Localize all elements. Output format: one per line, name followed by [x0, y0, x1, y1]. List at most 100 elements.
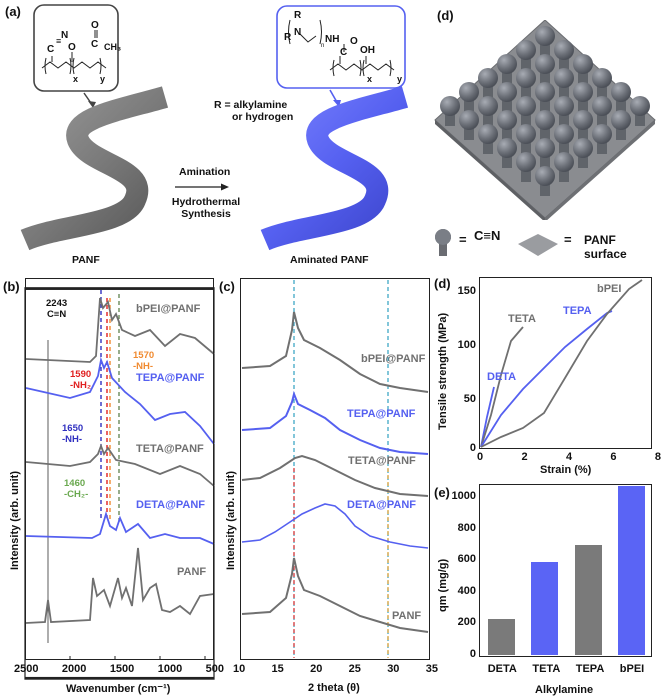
annotation-2243-label: C≡N: [46, 309, 67, 320]
svg-text:C: C: [47, 44, 54, 55]
svg-text:n: n: [321, 43, 324, 49]
bar-ytick: 800: [457, 522, 476, 534]
ftir-y-axis-label: Intensity (arb. unit): [9, 471, 21, 570]
ftir-xtick: 1000: [157, 663, 183, 675]
schematic-legend: = C≡N = PANF surface: [434, 228, 661, 261]
legend-equals-1: =: [459, 232, 467, 247]
tensile-y-axis-label: Tensile strength (MPa): [437, 312, 449, 430]
ftir-xtick: 2000: [61, 663, 87, 675]
surface-legend-icon: [518, 234, 558, 256]
xrd-label-panf: PANF: [392, 610, 422, 622]
xrd-chart: [241, 280, 429, 658]
r-definition-line1: R = alkylamine: [214, 99, 288, 111]
xrd-label-teta: TETA@PANF: [348, 455, 416, 467]
legend-panf-surface: PANF surface: [584, 233, 627, 261]
bar-ytick: 1000: [451, 490, 476, 502]
annotation-1590-value: 1590: [70, 369, 92, 380]
cn-array-schematic: [434, 20, 656, 220]
annotation-1570-label: -NH-: [133, 361, 154, 372]
annotation-1570: 1570 -NH-: [133, 350, 154, 372]
tensile-label-bpei: bPEI: [597, 283, 622, 295]
svg-text:OH: OH: [360, 45, 375, 56]
xrd-y-axis-label: Intensity (arb. unit): [225, 471, 237, 570]
svg-text:x: x: [367, 74, 372, 84]
xrd-label-tepa: TEPA@PANF: [347, 408, 416, 420]
panel-label-e: (e): [434, 485, 450, 500]
svg-text:CH₃: CH₃: [104, 42, 121, 52]
hydrothermal-label: Hydrothermal Synthesis: [166, 196, 246, 220]
bar-y-axis-label: qm (mg/g): [437, 558, 449, 612]
svg-text:x: x: [73, 74, 78, 84]
ftir-plot-frame: [25, 278, 214, 660]
annotation-2243: 2243 C≡N: [46, 298, 67, 320]
annotation-1590-label: -NH₂: [70, 380, 92, 391]
xrd-plot-frame: [240, 278, 430, 660]
xrd-x-axis-label: 2 theta (θ): [308, 682, 360, 694]
svg-text:C: C: [340, 47, 347, 58]
tensile-chart: [480, 279, 643, 448]
bar-ytick: 400: [457, 585, 476, 597]
tensile-ytick: 100: [457, 339, 476, 351]
tensile-xtick: 4: [565, 451, 573, 463]
tensile-ytick: 150: [457, 285, 476, 297]
svg-text:y: y: [100, 74, 105, 84]
ftir-label-deta: DETA@PANF: [136, 499, 205, 511]
svg-text:y: y: [397, 74, 402, 84]
legend-equals-2: =: [564, 232, 572, 247]
annotation-1460: 1460 -CH₂-: [64, 478, 88, 500]
tensile-xtick: 0: [477, 451, 484, 463]
bar-x-categories: DETA TETA TEPA bPEI: [480, 663, 652, 675]
annotation-1650-value: 1650: [62, 423, 84, 434]
r-definition: R = alkylamine or hydrogen: [214, 99, 293, 123]
xrd-xtick: 15: [271, 663, 284, 675]
annotation-1570-value: 1570: [133, 350, 155, 361]
pin-legend-icon: [435, 229, 451, 256]
svg-text:C: C: [91, 39, 98, 50]
svg-text:N: N: [61, 30, 68, 41]
svg-text:R: R: [294, 10, 302, 21]
ftir-x-axis-label: Wavenumber (cm⁻¹): [66, 683, 171, 695]
panf-fiber-label: PANF: [72, 254, 100, 266]
xrd-xtick: 10: [233, 663, 246, 675]
bar-category: TETA: [532, 663, 561, 675]
panel-label-d-tensile: (d): [434, 276, 451, 291]
amination-label: Amination: [179, 166, 231, 178]
xrd-x-ticks: 10 15 20 25 30 35: [233, 663, 438, 675]
panel-label-c: (c): [219, 279, 235, 294]
ftir-chart: [24, 287, 215, 680]
tensile-x-ticks: 0 2 4 6 8: [477, 451, 661, 463]
tensile-label-tepa: TEPA: [563, 305, 592, 317]
panel-label-d-schematic: (d): [437, 8, 454, 23]
bar-category: TEPA: [575, 663, 605, 675]
legend-cn-group: C≡N: [474, 228, 501, 243]
ftir-label-bpei: bPEI@PANF: [136, 303, 201, 315]
bar-plot-frame: [479, 484, 652, 657]
tensile-x-axis-label: Strain (%): [540, 464, 592, 476]
tensile-label-teta: TETA: [508, 313, 536, 325]
xrd-xtick: 35: [425, 663, 438, 675]
bar-ytick: 0: [469, 648, 476, 660]
svg-text:O: O: [68, 42, 76, 53]
bar-chart: [488, 486, 645, 655]
ftir-label-panf: PANF: [177, 566, 207, 578]
ftir-xtick: 1500: [109, 663, 135, 675]
bar-x-axis-label: Alkylamine: [535, 684, 594, 696]
bar-ytick: 200: [457, 616, 476, 628]
annotation-1590: 1590 -NH₂: [70, 369, 91, 391]
tensile-xtick: 2: [521, 451, 528, 463]
tensile-plot-frame: [479, 277, 652, 449]
svg-text:O: O: [350, 36, 358, 47]
xrd-xtick: 25: [348, 663, 361, 675]
hydrothermal-line1: Hydrothermal: [171, 196, 241, 208]
xrd-label-deta: DETA@PANF: [347, 499, 416, 511]
svg-text:NH: NH: [325, 34, 339, 45]
annotation-1650-label: -NH-: [62, 434, 83, 445]
xrd-xtick: 30: [387, 663, 400, 675]
hydrothermal-line2: Synthesis: [181, 208, 231, 220]
bar-category: DETA: [487, 663, 517, 675]
svg-text:≡: ≡: [56, 36, 61, 46]
tensile-label-deta: DETA: [487, 371, 517, 383]
bar-ytick: 600: [457, 553, 476, 565]
annotation-1650: 1650 -NH-: [62, 423, 83, 445]
tensile-xtick: 8: [654, 451, 661, 463]
